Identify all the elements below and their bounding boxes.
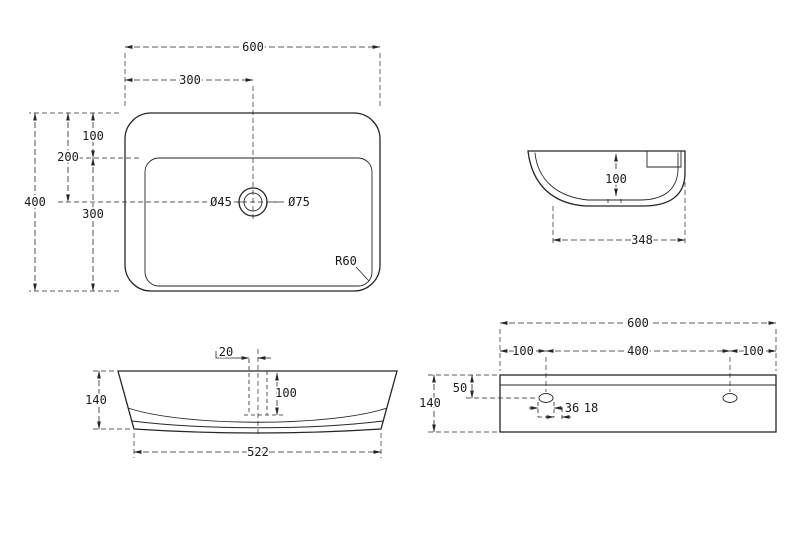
- dim-rear-slot-inset: 18: [584, 401, 598, 415]
- leader-line: [355, 266, 370, 282]
- dim-plan-width: 600: [242, 40, 264, 54]
- dim-plan-rim-offset: 100: [82, 129, 104, 143]
- basin-inner-bowl: [144, 157, 373, 287]
- fixing-hole-left: [538, 393, 554, 403]
- dim-side-base-length: 348: [631, 233, 653, 247]
- dim-plan-center-x: 300: [179, 73, 201, 87]
- bowl-profile-outline: [527, 150, 686, 207]
- dim-rear-height: 140: [419, 396, 441, 410]
- dim-rear-width: 600: [627, 316, 649, 330]
- rear-view: 600 100 400 100 140 50 36 18: [417, 314, 777, 433]
- base-curve-upper: [127, 407, 388, 423]
- dim-bracket: [215, 351, 236, 359]
- bowl-inner-curve: [534, 152, 679, 201]
- front-view: 20 140 100 522: [83, 343, 398, 461]
- dim-front-drain-offset: 20: [219, 345, 233, 359]
- dim-front-height: 140: [85, 393, 107, 407]
- base-curve-lower: [131, 420, 384, 429]
- dim-front-base-width: 522: [247, 445, 269, 459]
- side-view: 100 348: [527, 150, 686, 249]
- dim-plan-depth: 400: [24, 195, 46, 209]
- fixing-hole-right: [722, 393, 738, 403]
- label-drain-inner-diameter: Ø45: [210, 195, 232, 209]
- rear-outline: [499, 374, 777, 433]
- dim-plan-inner-depth: 300: [82, 207, 104, 221]
- label-drain-outer-diameter: Ø75: [288, 195, 310, 209]
- plan-view: 600 300 100 200 400 300 Ø45 Ø75 R60: [22, 38, 381, 292]
- label-corner-radius: R60: [335, 254, 357, 268]
- dim-side-bowl-depth: 100: [605, 172, 627, 186]
- dim-rear-slot-width: 36: [565, 401, 579, 415]
- dim-rear-hole-span: 400: [627, 344, 649, 358]
- dim-rear-left-hole: 100: [512, 344, 534, 358]
- dim-front-inner-height: 100: [275, 386, 297, 400]
- basin-front-outline: [117, 370, 398, 434]
- dim-plan-center-y: 200: [57, 150, 79, 164]
- dim-rear-right-hole: 100: [742, 344, 764, 358]
- dim-rear-hole-drop: 50: [453, 381, 467, 395]
- rim-recess-detail: [646, 150, 682, 168]
